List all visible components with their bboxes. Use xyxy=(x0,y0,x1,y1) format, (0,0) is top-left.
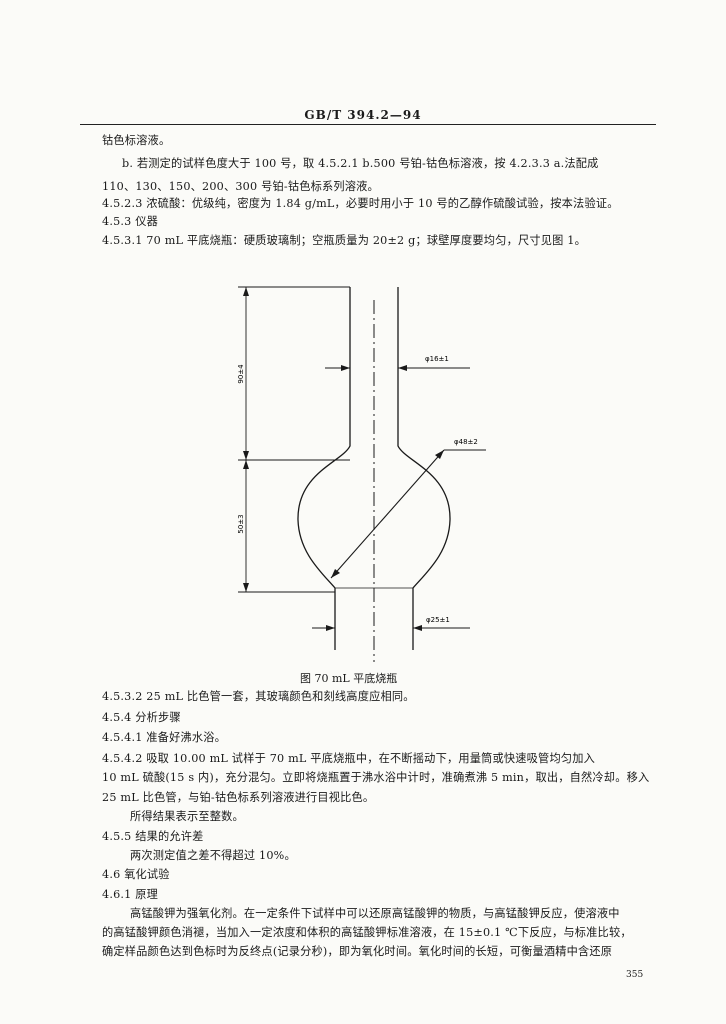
text-line: 4.5.3.2 25 mL 比色管一套，其玻璃颜色和刻线高度应相同。 xyxy=(102,690,415,703)
dim-foot-dia: φ25±1 xyxy=(426,616,450,624)
text-line: 4.5.2.3 浓硫酸：优级纯，密度为 1.84 g/mL，必要时用小于 10 … xyxy=(102,197,619,210)
page-number: 355 xyxy=(626,970,644,980)
text-line: 110、130、150、200、300 号铂-钴色标系列溶液。 xyxy=(102,180,379,193)
dim-neck-dia: φ16±1 xyxy=(425,355,449,363)
section-heading: 4.6.1 原理 xyxy=(102,888,158,901)
text-line: 确定样品颜色达到色标时为反终点(记录分秒)，即为氧化时间。氧化时间的长短，可衡量… xyxy=(102,945,613,958)
page-header: GB/T 394.2—94 xyxy=(304,108,422,122)
section-heading: 4.6 氧化试验 xyxy=(102,868,170,881)
dim-neck-height: 90±4 xyxy=(237,364,245,384)
text-line: b. 若测定的试样色度大于 100 号，取 4.5.2.1 b.500 号铂-钴… xyxy=(122,157,599,170)
text-line: 钴色标溶液。 xyxy=(102,134,171,147)
text-line: 4.5.4.1 准备好沸水浴。 xyxy=(102,731,227,744)
section-heading: 4.5.5 结果的允许差 xyxy=(102,830,204,843)
text-line: 的高锰酸钾颜色消褪，当加入一定浓度和体积的高锰酸钾标准溶液，在 15±0.1 ℃… xyxy=(102,926,632,939)
dim-bulb-dia: φ48±2 xyxy=(454,438,478,446)
flask-diagram: 90±4 50±3 φ16±1 φ48±2 φ25±1 xyxy=(237,286,486,662)
text-line: 高锰酸钾为强氧化剂。在一定条件下试样中可以还原高锰酸钾的物质，与高锰酸钾反应，使… xyxy=(130,907,620,920)
flask-outline xyxy=(297,287,351,650)
text-line: 10 mL 硫酸(15 s 内)，充分混匀。立即将烧瓶置于沸水浴中计时，准确煮沸… xyxy=(102,771,650,784)
text-line: 所得结果表示至整数。 xyxy=(130,810,244,823)
section-heading: 4.5.4 分析步骤 xyxy=(102,711,181,724)
text-line: 4.5.4.2 吸取 10.00 mL 试样于 70 mL 平底烧瓶中，在不断摇… xyxy=(102,752,595,765)
section-heading: 4.5.3 仪器 xyxy=(102,215,158,228)
flask-outline xyxy=(397,287,451,650)
text-line: 两次测定值之差不得超过 10%。 xyxy=(130,849,296,862)
text-line: 25 mL 比色管，与铂-钴色标系列溶液进行目视比色。 xyxy=(102,791,375,804)
dim-bulb-height: 50±3 xyxy=(237,514,245,533)
text-line: 4.5.3.1 70 mL 平底烧瓶：硬质玻璃制；空瓶质量为 20±2 g；球壁… xyxy=(102,234,586,247)
figure-caption: 图 70 mL 平底烧瓶 xyxy=(300,672,398,685)
header-rule xyxy=(80,124,656,125)
